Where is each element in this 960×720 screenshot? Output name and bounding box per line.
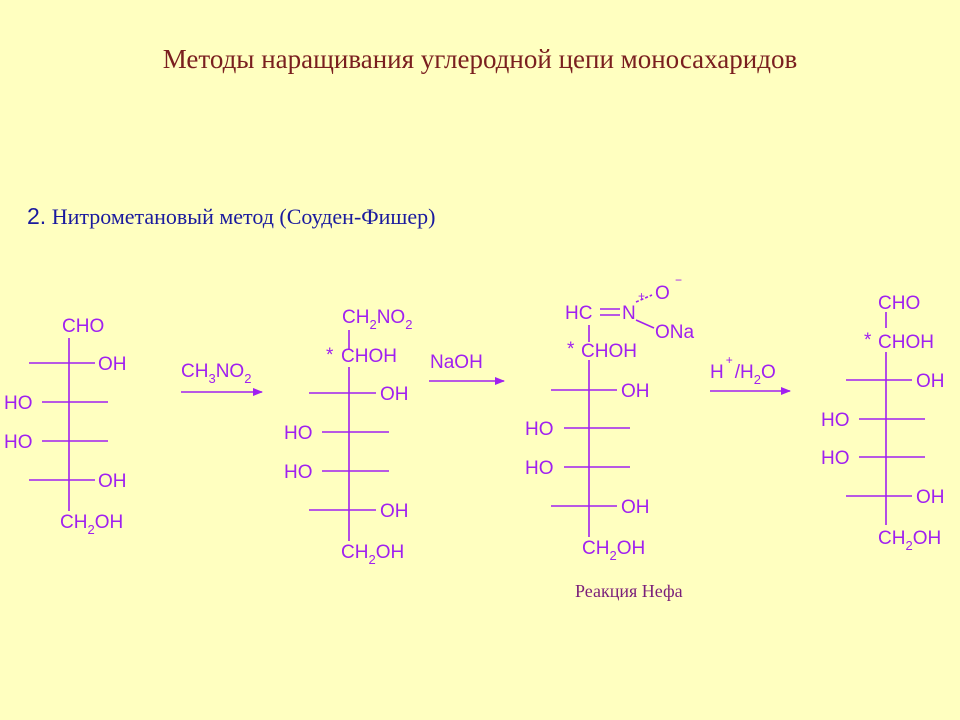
s4-oh-4: OH — [916, 487, 945, 508]
s4-choh: CHOH — [878, 332, 934, 353]
s3-ho-3: HO — [525, 458, 554, 479]
reagent-acid-water: H+/H2O — [710, 353, 776, 387]
s3-ch2oh: CH2OH — [582, 538, 645, 563]
method-heading: 2. Нитрометановый метод (Соуден-Фишер) — [27, 203, 435, 230]
s4-cho: CHO — [878, 293, 920, 314]
s2-oh-1: OH — [380, 384, 409, 405]
s3-choh: CHOH — [581, 341, 637, 362]
structure-product-aldose: CHO * CHOH OH HO HO OH CH2OH — [821, 293, 945, 553]
s4-star: * — [864, 330, 872, 351]
s3-star: * — [567, 339, 575, 360]
structure-nitroalcohol: CH2NO2 * CHOH OH HO HO OH CH2OH — [284, 307, 412, 567]
s4-ho-3: HO — [821, 448, 850, 469]
s3-o-charge: − — [675, 273, 682, 287]
s3-n-o-bond — [635, 294, 653, 303]
s2-ch2oh: CH2OH — [341, 542, 404, 567]
structure-nitronate: HC N + O − ONa * CHOH OH HO HO OH CH2OH — [525, 273, 695, 563]
s3-n: N — [622, 303, 636, 324]
s4-ho-2: HO — [821, 410, 850, 431]
reagent-nitromethane: CH3NO2 — [181, 361, 251, 386]
method-name: Нитрометановый метод (Соуден-Фишер) — [51, 204, 436, 229]
s4-ch2oh: CH2OH — [878, 528, 941, 553]
s1-oh-1: OH — [98, 354, 127, 375]
s3-n-charge: + — [638, 289, 645, 303]
slide-title: Методы наращивания углеродной цепи монос… — [162, 44, 798, 74]
s4-oh-1: OH — [916, 371, 945, 392]
s2-ch2no2: CH2NO2 — [342, 307, 412, 332]
s2-oh-4: OH — [380, 501, 409, 522]
s1-ch2oh: CH2OH — [60, 512, 123, 537]
s2-ho-2: HO — [284, 423, 313, 444]
s2-ho-3: HO — [284, 462, 313, 483]
arrow-step-2: NaOH — [429, 352, 505, 385]
s1-ho-2: HO — [4, 393, 33, 414]
s3-ona: ONa — [655, 322, 695, 343]
s3-oh-1: OH — [621, 381, 650, 402]
reagent-naoh: NaOH — [430, 352, 483, 373]
s2-star: * — [326, 345, 334, 366]
s3-hc: HC — [565, 303, 592, 324]
arrow-step-1: CH3NO2 — [181, 361, 263, 396]
s1-cho: CHO — [62, 316, 104, 337]
s3-n-ona-bond — [635, 319, 655, 329]
s3-ho-2: HO — [525, 419, 554, 440]
s3-o: O — [655, 283, 670, 304]
s1-ho-3: HO — [4, 432, 33, 453]
structure-aldose: CHO OH HO HO OH CH2OH — [4, 316, 127, 537]
s2-choh: CHOH — [341, 346, 397, 367]
nef-reaction-caption: Реакция Нефа — [575, 581, 683, 601]
s3-oh-4: OH — [621, 497, 650, 518]
s1-oh-4: OH — [98, 471, 127, 492]
method-number: 2. — [27, 203, 47, 229]
arrow-step-3: H+/H2O — [710, 353, 791, 395]
